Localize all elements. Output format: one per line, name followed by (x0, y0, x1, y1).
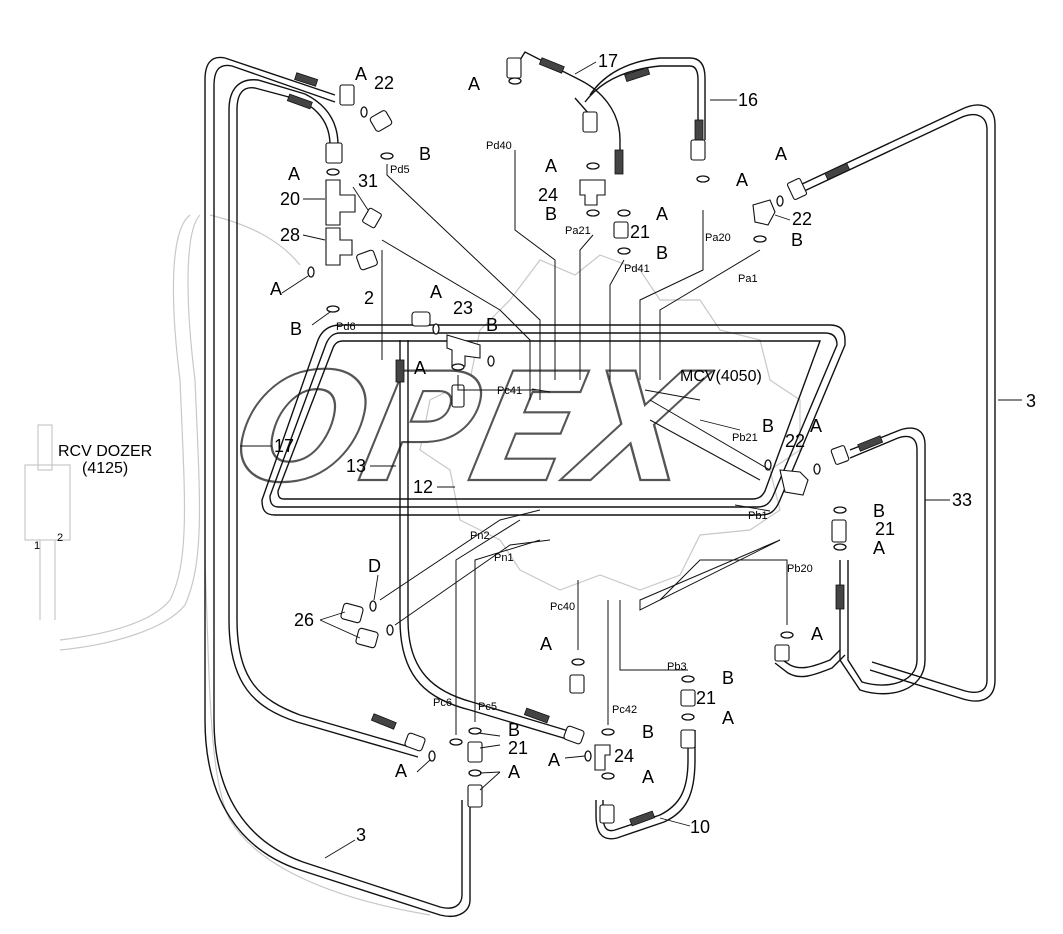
port-pc40: Pc40 (550, 601, 575, 613)
letter-b: B (486, 315, 498, 335)
letter-a: A (722, 708, 734, 728)
part-17-left: 17 (274, 436, 294, 456)
hose-16-top (519, 51, 706, 175)
letter-b: B (545, 204, 557, 224)
rcv-port-2: 2 (57, 532, 63, 544)
part-21-right: 21 (875, 519, 895, 539)
port-pa21: Pa21 (565, 225, 591, 237)
part-31: 31 (358, 171, 378, 191)
o-rings (307, 77, 847, 780)
hose-13-loop (261, 324, 846, 516)
letter-a: A (430, 282, 442, 302)
watermark: OPEX (220, 341, 720, 516)
port-pn1: Pn1 (494, 552, 514, 564)
letter-a: A (548, 750, 560, 770)
rcv-port-1: 1 (34, 540, 40, 552)
part-16: 16 (738, 90, 758, 110)
port-pb20: Pb20 (787, 563, 813, 575)
hose-3-right (799, 104, 996, 702)
port-pc6: Pc6 (433, 697, 452, 709)
letter-a: A (775, 144, 787, 164)
letter-a: A (873, 538, 885, 558)
rcv-dozer-number: (4125) (82, 460, 128, 477)
rcv-dozer-ghost (24, 424, 71, 620)
letter-a: A (508, 762, 520, 782)
port-pd6: Pd6 (336, 321, 356, 333)
part-13: 13 (346, 456, 366, 476)
letter-b: B (656, 243, 668, 263)
hose-17-left (228, 79, 421, 758)
part-24-bottom: 24 (614, 746, 634, 766)
letter-labels: A B A A B A B A A A B A B A A B B A B A … (270, 64, 885, 787)
letter-a: A (811, 624, 823, 644)
port-pc5: Pc5 (478, 701, 497, 713)
part-22-mid: 22 (785, 431, 805, 451)
letter-a: A (395, 761, 407, 781)
letter-a: A (642, 767, 654, 787)
port-pn2: Pn2 (470, 530, 490, 542)
letter-b: B (762, 416, 774, 436)
letter-a: A (270, 279, 282, 299)
port-pd41: Pd41 (624, 263, 650, 275)
letter-b: B (873, 501, 885, 521)
part-28: 28 (280, 225, 300, 245)
letter-a: A (545, 156, 557, 176)
port-pd5: Pd5 (390, 164, 410, 176)
part-17-top: 17 (598, 51, 618, 71)
letter-a: A (414, 358, 426, 378)
part-26: 26 (294, 610, 314, 630)
port-pc42: Pc42 (612, 704, 637, 716)
port-pa20: Pa20 (705, 232, 731, 244)
letter-a: A (288, 164, 300, 184)
part-10: 10 (690, 817, 710, 837)
rcv-dozer-label: RCV DOZER (58, 443, 152, 460)
letter-b: B (290, 319, 302, 339)
fittings (325, 57, 850, 824)
part-33: 33 (952, 490, 972, 510)
port-pd40: Pd40 (486, 140, 512, 152)
letter-a: A (355, 64, 367, 84)
part-21-lower: 21 (696, 688, 716, 708)
letter-a: A (810, 416, 822, 436)
letter-b: B (508, 720, 520, 740)
part-2: 2 (364, 288, 374, 308)
letter-b: B (791, 230, 803, 250)
letter-a: A (656, 204, 668, 224)
port-pa1: Pa1 (738, 273, 758, 285)
port-pb21: Pb21 (732, 432, 758, 444)
port-pb1: Pb1 (748, 510, 768, 522)
port-pc41: Pc41 (497, 385, 522, 397)
letter-a: A (736, 170, 748, 190)
part-22-top: 22 (374, 73, 394, 93)
hose-3-left (204, 56, 471, 917)
part-21-bottom: 21 (508, 738, 528, 758)
part-3-right: 3 (1026, 391, 1036, 411)
letter-a: A (468, 74, 480, 94)
hose-33 (835, 427, 926, 695)
letter-d: D (368, 556, 381, 576)
port-lines (379, 150, 788, 735)
part-12: 12 (413, 477, 433, 497)
hose-12 (395, 340, 573, 741)
letter-b: B (419, 144, 431, 164)
part-24-top: 24 (538, 185, 558, 205)
letter-a: A (540, 634, 552, 654)
leader-lines (240, 61, 1022, 859)
part-22-right: 22 (792, 209, 812, 229)
letter-b: B (642, 722, 654, 742)
port-pb3: Pb3 (667, 661, 687, 673)
letter-b: B (722, 668, 734, 688)
hose-pb20 (774, 649, 846, 678)
port-labels: Pd5 Pd40 Pd41 Pa21 Pa20 Pa1 Pd6 Pc41 Pb2… (336, 140, 813, 716)
mcv-label: MCV(4050) (680, 368, 762, 385)
part-3-bottom: 3 (356, 825, 366, 845)
part-20: 20 (280, 189, 300, 209)
ghost-valve-gear (59, 214, 801, 916)
part-23: 23 (453, 298, 473, 318)
part-21-top: 21 (630, 222, 650, 242)
